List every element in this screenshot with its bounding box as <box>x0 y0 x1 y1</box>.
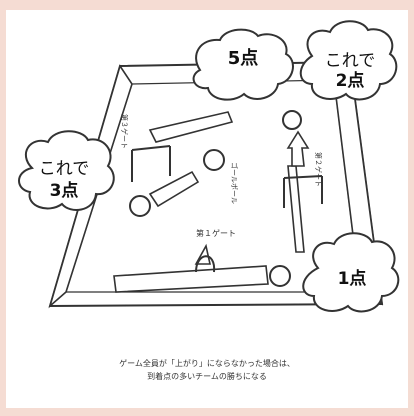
track-pieces <box>113 111 305 293</box>
score-top-label: 5点 <box>228 47 259 69</box>
score-left-line1: これで <box>39 159 90 179</box>
score-bottom-right-label: 1点 <box>338 268 367 289</box>
score-cloud-bottom-right <box>302 232 400 313</box>
score-cloud-top-right <box>299 20 398 101</box>
direction-arrows <box>194 130 310 265</box>
score-cloud-top <box>192 28 294 101</box>
label-start-gate: 第１ゲート <box>196 228 236 238</box>
score-top-right-line1: これで <box>325 51 376 71</box>
label-goal-pole: ゴールポール <box>230 162 239 204</box>
caption-line-2: 到着点の多いチームの勝ちになる <box>147 371 267 381</box>
score-left-line2: 3点 <box>50 180 79 201</box>
score-cloud-left <box>18 130 115 211</box>
targets <box>129 110 302 287</box>
score-top-right-line2: 2点 <box>336 70 365 91</box>
label-gate-right: 第２ゲート <box>314 152 323 187</box>
caption-line-1: ゲーム全員が「上がり」にならなかった場合は、 <box>119 358 295 368</box>
label-gate-left: 第３ゲート <box>120 114 129 149</box>
gates <box>131 145 323 273</box>
